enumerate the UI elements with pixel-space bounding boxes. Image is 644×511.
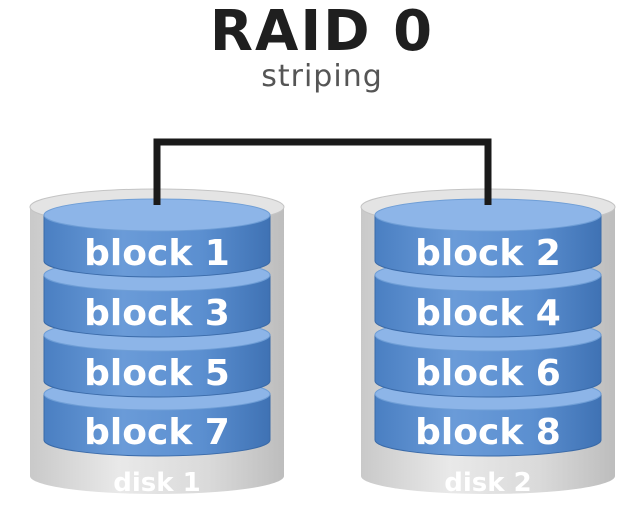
block-body <box>374 334 602 398</box>
block-body <box>43 334 271 398</box>
block-body <box>374 393 602 457</box>
diagram-title: RAID 0 <box>209 0 435 64</box>
block-label: block 1 <box>84 233 230 274</box>
block-body <box>43 393 271 457</box>
disk-label: disk 2 <box>444 468 531 498</box>
block-label: block 6 <box>415 353 561 394</box>
diagram-subtitle: striping <box>261 59 383 94</box>
disk-label: disk 1 <box>113 468 200 498</box>
block: block 2 <box>374 198 602 278</box>
block-body <box>43 274 271 338</box>
block-label: block 3 <box>84 293 230 334</box>
block-label: block 2 <box>415 233 561 274</box>
block-label: block 8 <box>415 412 561 453</box>
block-label: block 4 <box>415 293 561 334</box>
block-body <box>43 214 271 278</box>
disk-1: block 7 block 5 block 3 block 1 disk 1 <box>29 188 285 498</box>
block-label: block 5 <box>84 353 230 394</box>
block: block 1 <box>43 198 271 278</box>
connector-line <box>153 138 492 205</box>
block-label: block 7 <box>84 412 230 453</box>
block-body <box>374 274 602 338</box>
disk-2: block 8 block 6 block 4 block 2 disk 2 <box>360 188 616 498</box>
connector <box>153 138 492 205</box>
block-body <box>374 214 602 278</box>
block: block 4 <box>374 258 602 338</box>
